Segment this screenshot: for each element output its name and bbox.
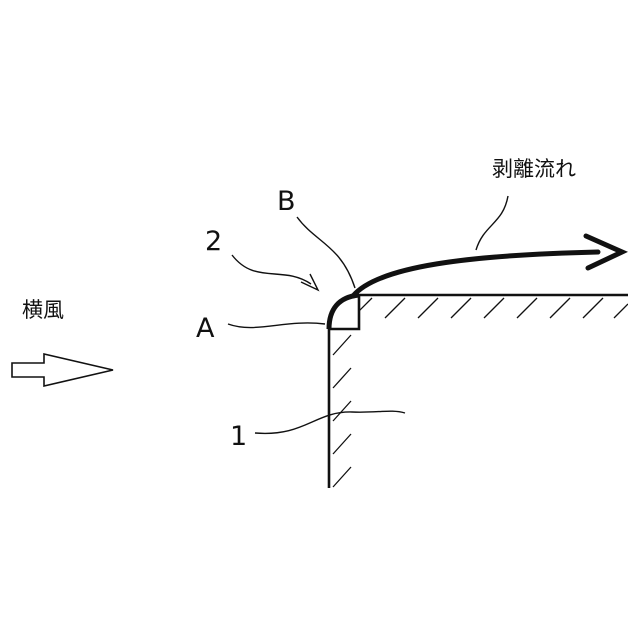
separated-flow-line	[353, 252, 598, 296]
roof-hatching	[352, 298, 628, 318]
crosswind-arrow	[12, 354, 113, 386]
rounded-corner-member	[329, 295, 359, 329]
point-a-label: A	[196, 313, 215, 344]
point-b-label: B	[277, 186, 296, 217]
building-outline	[329, 295, 628, 488]
wall-hatching	[333, 335, 351, 487]
structure-1-label: 1	[230, 421, 247, 452]
leader-a	[228, 323, 325, 328]
crosswind-label: 横風	[22, 298, 64, 322]
leader-separated-flow	[476, 196, 508, 250]
member-2-label: 2	[205, 226, 222, 257]
leader-2-arrowhead	[301, 274, 318, 290]
separated-flow-label: 剥離流れ	[492, 157, 576, 181]
leader-b	[297, 217, 355, 288]
leader-2	[232, 255, 311, 284]
